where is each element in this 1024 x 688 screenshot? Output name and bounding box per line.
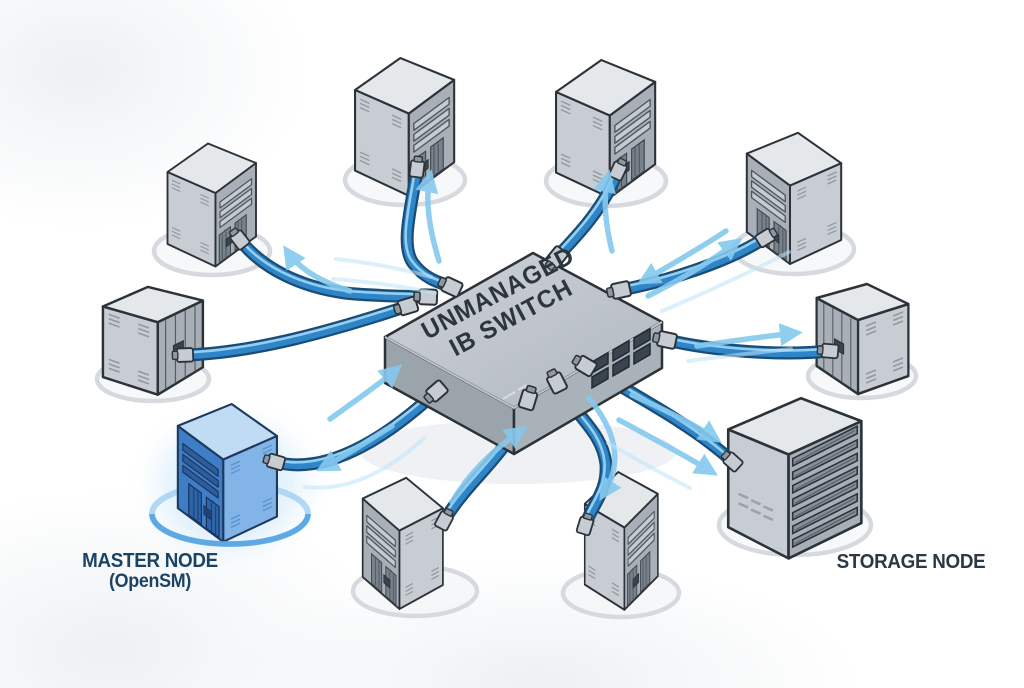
master-node-label-line1: MASTER NODE	[82, 550, 218, 572]
cable-left-box	[184, 304, 409, 356]
master-node-label-line2: (OpenSM)	[108, 571, 192, 592]
flow-arrows	[283, 169, 803, 505]
storage-node-label: STORAGE NODE	[836, 551, 986, 573]
switch-port-grid	[591, 327, 651, 390]
master-node-label: MASTER NODE (OpenSM)	[65, 551, 234, 592]
master-node-ring	[149, 513, 311, 547]
